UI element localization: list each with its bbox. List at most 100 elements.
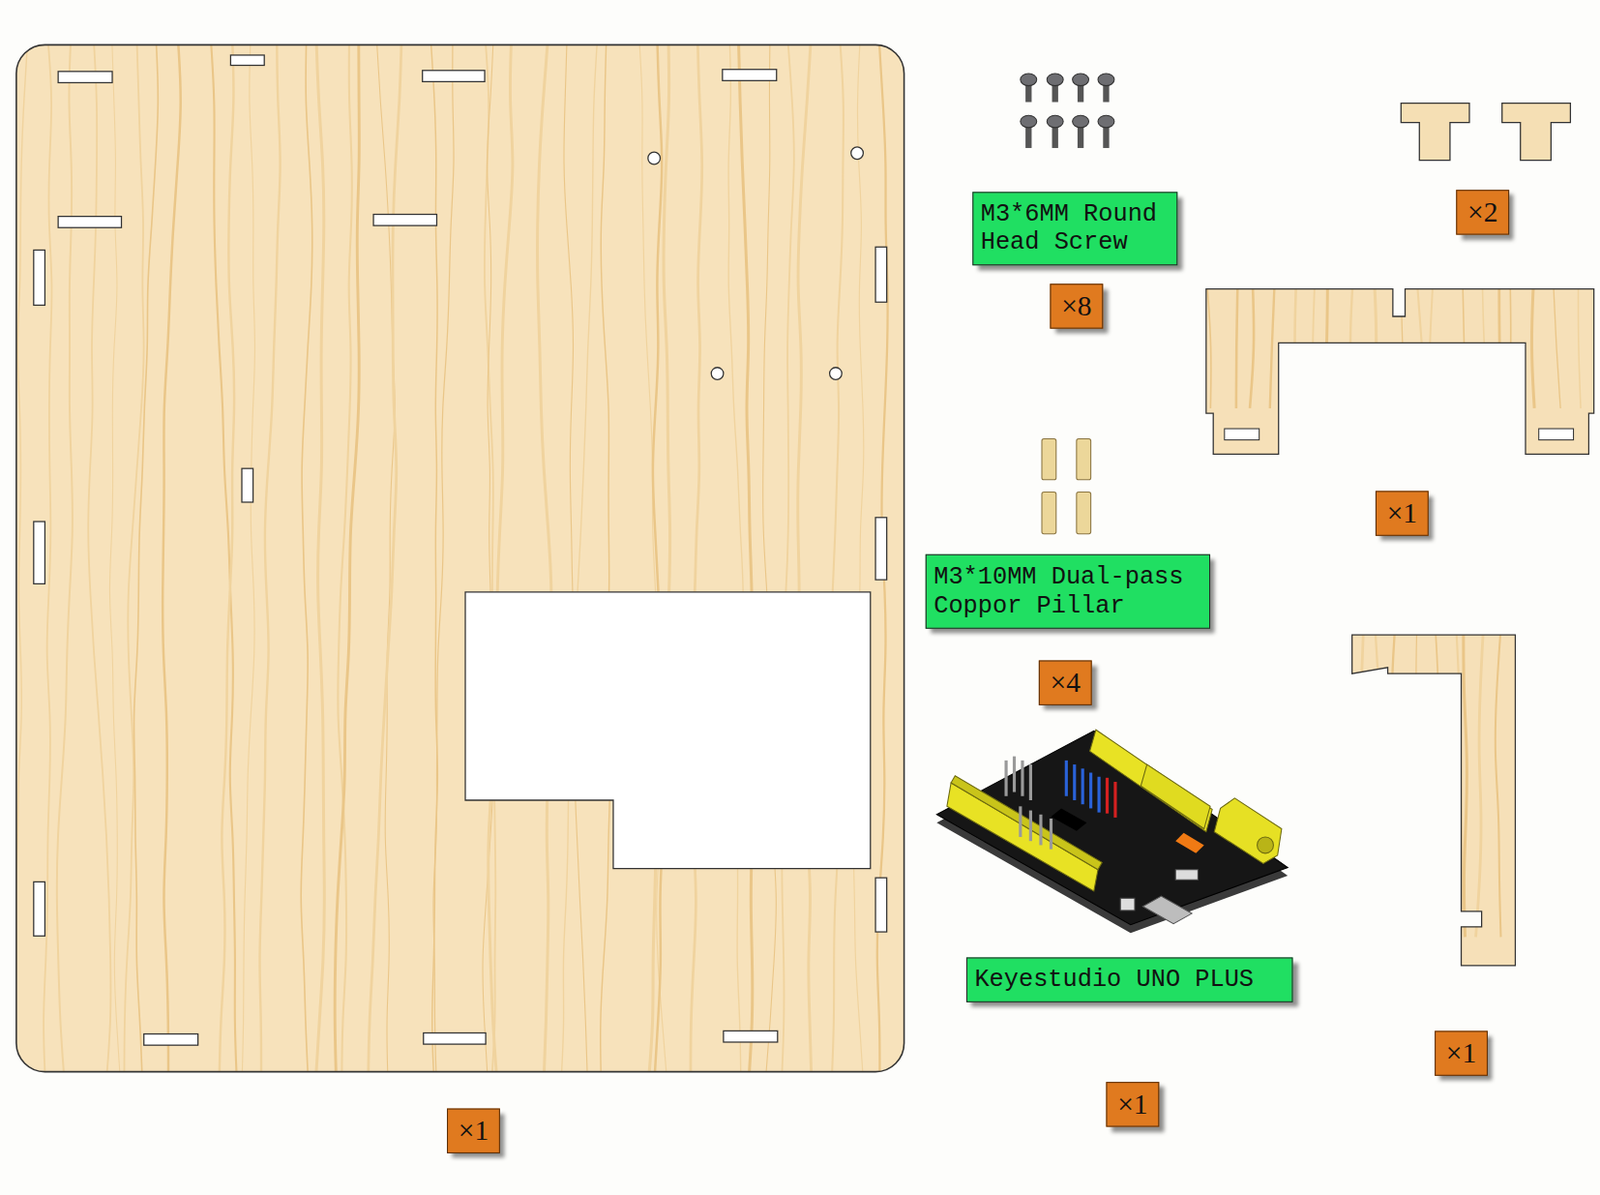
- wood-grain: [1270, 285, 1275, 409]
- wood-grain: [648, 44, 670, 1071]
- wood-grain: [600, 44, 611, 1071]
- wood-grain: [563, 44, 588, 1071]
- screw: [1097, 115, 1115, 128]
- copper-pillar: [1041, 439, 1092, 534]
- board-slot: [422, 70, 485, 83]
- wood-grain: [1417, 285, 1427, 409]
- board-slot: [241, 468, 254, 503]
- uno-board: [1020, 760, 1024, 797]
- mounting-hole: [851, 147, 864, 160]
- wood-grain: [300, 44, 313, 1071]
- wood-grain: [1481, 285, 1488, 409]
- wood-grain: [16, 44, 29, 1071]
- uno-board: [1105, 777, 1109, 814]
- screw: [1020, 73, 1038, 87]
- quantity-badge: ×8: [1049, 283, 1103, 328]
- board-slot: [723, 1030, 778, 1042]
- screw: [1046, 115, 1064, 149]
- l-piece: [1352, 634, 1516, 966]
- wood-grain: [1408, 630, 1418, 937]
- part-label: M3*6MM Round Head Screw: [972, 191, 1178, 266]
- wood-grain: [241, 44, 255, 1071]
- uno-board: [1175, 832, 1205, 854]
- screw: [1072, 73, 1090, 87]
- quantity-badge: ×4: [1038, 659, 1093, 705]
- wood-grain: [1508, 285, 1511, 409]
- wood-grain: [728, 44, 743, 1071]
- bracket-piece: [1539, 428, 1574, 441]
- base-board: [14, 40, 925, 1082]
- wood-grain: [1207, 285, 1212, 409]
- wood-grain: [1312, 285, 1315, 409]
- wood-grain: [1495, 630, 1502, 937]
- bracket-piece: [1224, 428, 1260, 441]
- uno-board: [1214, 798, 1282, 864]
- quantity: ×1: [1117, 1090, 1148, 1120]
- wood-grain: [1428, 285, 1433, 409]
- wood-grain: [1350, 285, 1354, 409]
- wood-grain: [1463, 630, 1468, 937]
- wood-grain: [1236, 285, 1238, 409]
- part-label: Keyestudio UNO PLUS: [966, 956, 1294, 1002]
- mounting-hole: [711, 367, 724, 381]
- copper-pillar: [1041, 439, 1057, 480]
- wood-grain: [162, 44, 181, 1071]
- uno-board: [1120, 897, 1135, 911]
- wood-grain: [739, 44, 753, 1071]
- wood-grain: [430, 44, 438, 1071]
- screw: [1020, 115, 1038, 128]
- l-piece: [1352, 630, 1516, 966]
- board-slot: [230, 55, 265, 66]
- uno-board: [936, 729, 1288, 933]
- board-slot: [875, 246, 888, 302]
- quantity: ×1: [458, 1116, 489, 1146]
- wood-grain: [1372, 285, 1377, 409]
- screw: [1097, 73, 1115, 87]
- t-piece: [1502, 103, 1571, 161]
- wood-grain: [334, 44, 359, 1071]
- wood-grain: [763, 44, 777, 1071]
- uno-board: [1113, 781, 1117, 818]
- uno-board: [950, 775, 1102, 870]
- uno-board: [1066, 760, 1099, 813]
- board-slot: [875, 877, 888, 932]
- uno-board: [1004, 760, 1008, 797]
- wood-grain: [123, 44, 144, 1071]
- copper-pillar: [1076, 439, 1092, 480]
- quantity: ×2: [1467, 198, 1498, 228]
- wood-grain: [1295, 285, 1298, 409]
- wood-grain: [488, 44, 513, 1071]
- wood-grain: [1435, 630, 1445, 937]
- wood-grain: [853, 44, 864, 1071]
- wood-grain: [1499, 285, 1502, 409]
- uno-board: [1090, 729, 1214, 831]
- wood-grain: [690, 44, 703, 1071]
- wood-grain: [1386, 630, 1395, 937]
- bracket-piece: [1206, 285, 1600, 454]
- screw: [1097, 115, 1115, 149]
- screw: [1072, 73, 1090, 103]
- wood-grain: [1354, 630, 1502, 937]
- wood-grain: [368, 44, 402, 1071]
- screw: [1020, 73, 1038, 103]
- board-slot: [33, 55, 888, 1045]
- wood-grain: [1207, 285, 1600, 409]
- l-piece: [1352, 634, 1516, 966]
- uno-board: [1029, 764, 1033, 800]
- quantity-badge: ×2: [1455, 189, 1510, 235]
- screw: [1046, 73, 1064, 103]
- wood-grain: [1553, 285, 1561, 409]
- wood-grain: [16, 44, 905, 1071]
- wood-grain: [1531, 285, 1535, 409]
- uno-board: [1096, 776, 1100, 813]
- mounting-hole: [648, 151, 661, 165]
- wood-grain: [1249, 285, 1254, 409]
- screw: [1020, 73, 1115, 149]
- board-slot: [373, 214, 437, 227]
- mounting-hole: [829, 367, 843, 381]
- screw: [1072, 115, 1090, 149]
- wood-grain: [433, 44, 454, 1071]
- board-slot: [58, 71, 113, 84]
